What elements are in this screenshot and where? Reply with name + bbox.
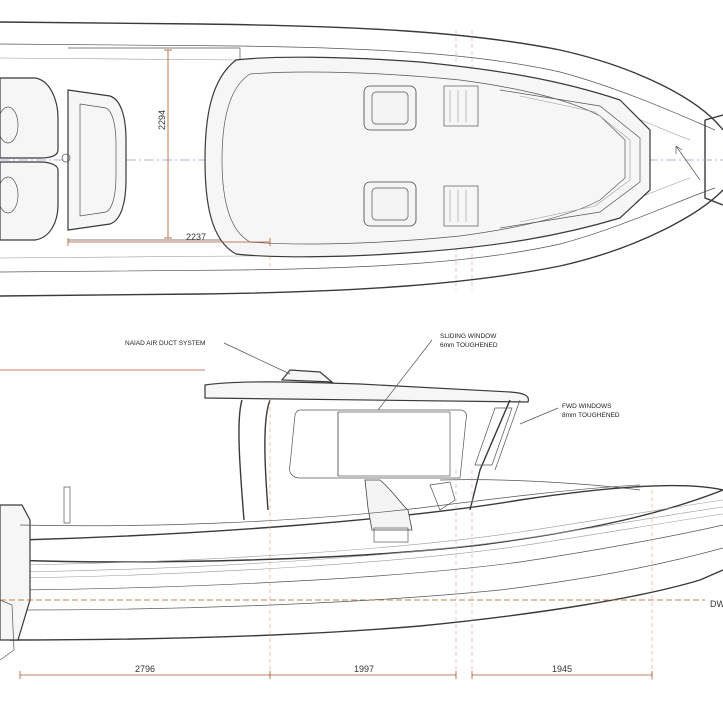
plan-helm-stbd — [443, 185, 479, 227]
profile-wheelhouse-roof — [204, 381, 530, 403]
profile-hull-outline — [9, 489, 723, 641]
profile-view: DW NAIAD AIR DUCT SYSTEM SLIDING WINDOW … — [0, 333, 723, 680]
plan-seat-stbd — [363, 181, 417, 227]
profile-wheelhouse-body — [238, 399, 511, 521]
plan-helm-port — [443, 85, 479, 127]
plan-console-aft — [67, 89, 127, 231]
profile-tube-stripe-1 — [19, 499, 723, 566]
plan-bow-arrow — [675, 145, 701, 181]
plan-bow-tip — [704, 114, 723, 206]
plan-windscreen-inner — [519, 95, 631, 223]
plan-dim-length-label: 2237 — [186, 232, 206, 242]
leader-sliding-window — [377, 339, 433, 411]
profile-dash — [439, 479, 641, 491]
plan-dim-length: 2237 — [67, 232, 271, 246]
profile-deck-line — [19, 484, 641, 527]
plan-bow-arrowhead — [675, 145, 683, 154]
profile-spray-rail — [19, 547, 723, 611]
profile-seat — [364, 479, 413, 531]
profile-sliding-window — [337, 411, 451, 477]
plan-wheelhouse-roof — [204, 56, 651, 258]
profile-dim-mid-label: 1997 — [354, 664, 374, 674]
plan-engine-port — [0, 77, 59, 159]
profile-fwd-window — [474, 407, 513, 466]
plan-hull-outline — [0, 21, 723, 297]
profile-helm — [429, 481, 456, 511]
plan-seat-port — [363, 85, 417, 131]
plan-console-aft-inner — [79, 103, 117, 217]
profile-dim-fwd: 1945 — [471, 664, 653, 679]
profile-tube-lower — [19, 524, 723, 591]
air-duct-label: NAIAD AIR DUCT SYSTEM — [125, 340, 205, 347]
plan-dim-width: 2294 — [157, 49, 172, 239]
leader-air-duct — [223, 342, 291, 375]
leader-fwd-windows — [519, 407, 559, 425]
plan-roof-inner — [221, 71, 626, 245]
plan-dim-width-label: 2294 — [157, 110, 167, 130]
profile-air-duct — [280, 369, 334, 383]
profile-outboard-lower — [0, 599, 15, 661]
profile-waterline-label: DW — [710, 599, 723, 609]
sliding-window-label: SLIDING WINDOW — [440, 333, 497, 340]
profile-tube-stripe-3 — [19, 513, 723, 579]
profile-dim-aft: 2796 — [19, 664, 271, 679]
profile-windscreen — [494, 399, 521, 471]
profile-tube-upper — [19, 484, 723, 541]
profile-seat-base — [373, 527, 409, 543]
plan-tube-inner — [0, 43, 716, 273]
profile-dim-fwd-label: 1945 — [552, 664, 572, 674]
plan-engine-stbd — [0, 161, 59, 241]
sliding-window-spec: 6mm TOUGHENED — [440, 342, 498, 349]
fwd-windows-spec: 8mm TOUGHENED — [562, 412, 620, 419]
plan-engine-stbd-cowl — [0, 176, 19, 214]
profile-dim-aft-label: 2796 — [135, 664, 155, 674]
profile-tube-stripe-2 — [19, 506, 723, 573]
plan-center-fitting — [61, 153, 71, 163]
plan-view: 2294 2237 — [0, 21, 723, 297]
fwd-windows-label: FWD WINDOWS — [562, 403, 612, 410]
plan-windscreen — [499, 89, 641, 229]
profile-aft-post — [63, 486, 71, 524]
profile-dim-mid: 1997 — [270, 664, 457, 679]
profile-side-window-frame — [289, 409, 467, 479]
plan-engine-port-cowl — [0, 106, 19, 144]
